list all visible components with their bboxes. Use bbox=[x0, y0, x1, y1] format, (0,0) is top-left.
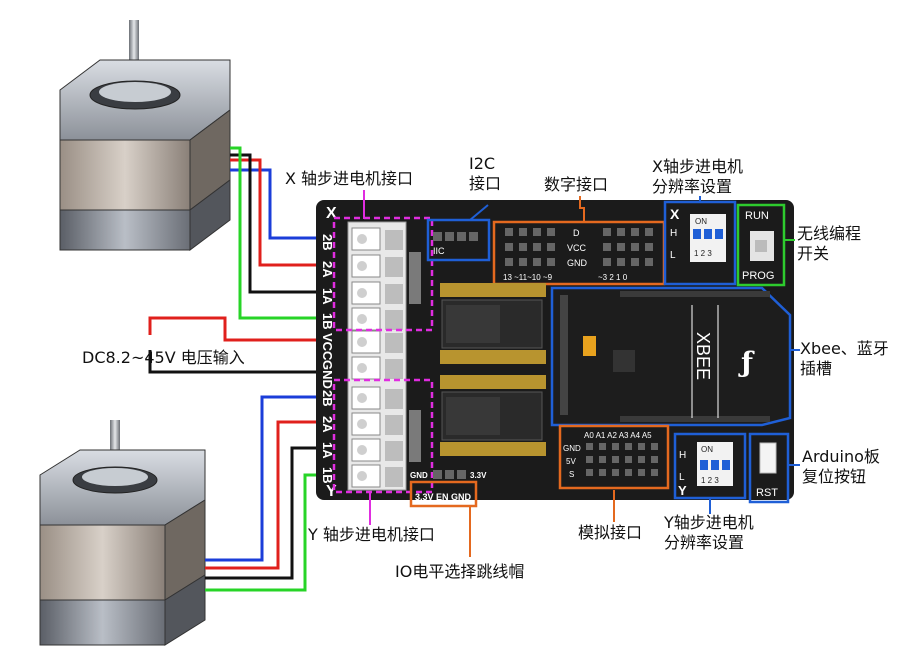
pin-x-2b: 2B bbox=[320, 234, 335, 251]
y-axis-label: Y bbox=[326, 483, 337, 500]
pin-y-1b: 1B bbox=[320, 467, 335, 484]
callout-i2c-line: I2C bbox=[469, 154, 495, 173]
prog-label: PROG bbox=[742, 270, 774, 282]
y-stepper-motor bbox=[39, 420, 206, 646]
digital-row-d: D bbox=[573, 228, 580, 238]
y-dip-on: ON bbox=[701, 445, 713, 454]
x-dip-on: ON bbox=[695, 217, 707, 226]
pin-y-2a: 2A bbox=[320, 416, 335, 433]
wire-y-2a bbox=[205, 420, 345, 570]
pin-x-1b: 1B bbox=[320, 313, 335, 330]
digital-numbers-right: ~3 2 1 0 bbox=[598, 273, 628, 282]
y-dip-nums: 1 2 3 bbox=[701, 476, 719, 485]
reset-box bbox=[748, 432, 790, 504]
callout-y-resolution: Y轴步进电机 分辨率设置 bbox=[663, 513, 759, 552]
rst-label: RST bbox=[756, 487, 778, 499]
xbee-led bbox=[583, 336, 596, 356]
pin-x-2a: 2A bbox=[320, 261, 335, 278]
x-dip-l: L bbox=[670, 250, 676, 261]
run-prog-box bbox=[736, 203, 786, 287]
callout-io-jumper: IO电平选择跳线帽 bbox=[395, 562, 524, 581]
wire-x-1b bbox=[230, 146, 345, 320]
pin-y-1a: 1A bbox=[320, 442, 335, 459]
x-dip-axis: X bbox=[670, 206, 680, 222]
wire-x-2a bbox=[230, 158, 345, 267]
xbee-silk: XBEE bbox=[693, 332, 713, 380]
wire-y-2b bbox=[205, 395, 345, 562]
digital-row-gnd: GND bbox=[567, 258, 588, 268]
dfrobot-logo-icon: ƒ bbox=[738, 346, 755, 379]
analog-row-5v: 5V bbox=[566, 457, 576, 466]
pin-gnd: GND bbox=[320, 360, 335, 389]
x-motor-wires bbox=[230, 146, 345, 320]
v33-silk: 3.3V bbox=[470, 471, 487, 480]
run-label: RUN bbox=[745, 210, 769, 222]
callout-analog: 模拟接口 bbox=[578, 523, 642, 542]
x-motor-body bbox=[59, 139, 191, 211]
callouts: X 轴步进电机接口 I2C 接口 数字接口 X轴步进电机 分辨率设置 无线编程 … bbox=[82, 154, 894, 581]
motor-headers bbox=[409, 252, 421, 462]
analog-header-labels: A0 A1 A2 A3 A4 A5 bbox=[584, 431, 652, 440]
analog-row-s: S bbox=[569, 470, 574, 479]
callout-power: DC8.2~45V 电压输入 bbox=[82, 348, 245, 367]
y-motor-shaft bbox=[110, 420, 120, 475]
xbee-box bbox=[550, 286, 792, 427]
x-dip-h: H bbox=[670, 228, 677, 239]
y-dip-axis: Y bbox=[678, 483, 687, 498]
callout-y-motor: Y 轴步进电机接口 bbox=[307, 525, 435, 544]
leader-lines bbox=[363, 190, 800, 557]
callout-reset: Arduino板 复位按钮 bbox=[802, 447, 885, 486]
y-motor-zone bbox=[332, 378, 434, 494]
y-dip-l: L bbox=[679, 472, 685, 483]
y-motor-bottom-flange bbox=[39, 599, 166, 646]
pin-y-2b: 2B bbox=[320, 390, 335, 407]
gnd-silk: GND bbox=[410, 471, 428, 480]
x-stepper-motor bbox=[59, 20, 231, 251]
callout-i2c-line: 接口 bbox=[469, 174, 501, 193]
jumper-silk: 3.3V EN GND bbox=[415, 492, 472, 502]
pin-vcc: VCC bbox=[320, 333, 335, 361]
xbee-regulator bbox=[613, 350, 635, 372]
iic-header: IIC bbox=[426, 218, 491, 262]
callout-x-resolution: X轴步进电机 分辨率设置 bbox=[652, 157, 748, 196]
io-jumper-box bbox=[409, 480, 478, 508]
x-axis-label: X bbox=[326, 205, 337, 222]
callout-xbee: Xbee、蓝牙 插槽 bbox=[800, 339, 894, 378]
wire-vcc bbox=[148, 316, 345, 342]
reset-button[interactable]: RST bbox=[748, 432, 790, 504]
analog-row-gnd: GND bbox=[563, 444, 581, 453]
callout-x-motor: X 轴步进电机接口 bbox=[285, 169, 413, 188]
x-motor-bottom-flange bbox=[59, 209, 191, 251]
pin-labels: X 2B 2A 1A 1B VCC GND 2B 2A 1A 1B Y bbox=[320, 205, 337, 500]
callout-i2c: I2C 接口 bbox=[469, 154, 501, 193]
pin-x-1a: 1A bbox=[320, 288, 335, 305]
y-dip-h: H bbox=[679, 450, 686, 461]
callout-wireless: 无线编程 开关 bbox=[797, 224, 866, 263]
x-motor-zone bbox=[332, 216, 434, 332]
y-motor-body bbox=[39, 524, 166, 601]
driver-chips bbox=[440, 283, 546, 456]
xbee-slot: XBEE ƒ bbox=[550, 286, 792, 427]
iic-silk: IIC bbox=[433, 246, 445, 256]
x-dip-nums: 1 2 3 bbox=[694, 249, 712, 258]
analog-box bbox=[558, 424, 670, 490]
io-level-header: GND 3.3V 3.3V EN GND bbox=[409, 470, 487, 508]
callout-digital: 数字接口 bbox=[544, 175, 608, 194]
analog-header: A0 A1 A2 A3 A4 A5 GND 5V S bbox=[558, 424, 670, 490]
digital-numbers-left: 13 ~11~10 ~9 bbox=[503, 273, 553, 282]
screw-terminal-block bbox=[347, 221, 407, 491]
run-prog-switch[interactable]: RUN PROG bbox=[736, 203, 786, 287]
digital-row-vcc: VCC bbox=[567, 243, 587, 253]
iic-box bbox=[426, 218, 491, 262]
